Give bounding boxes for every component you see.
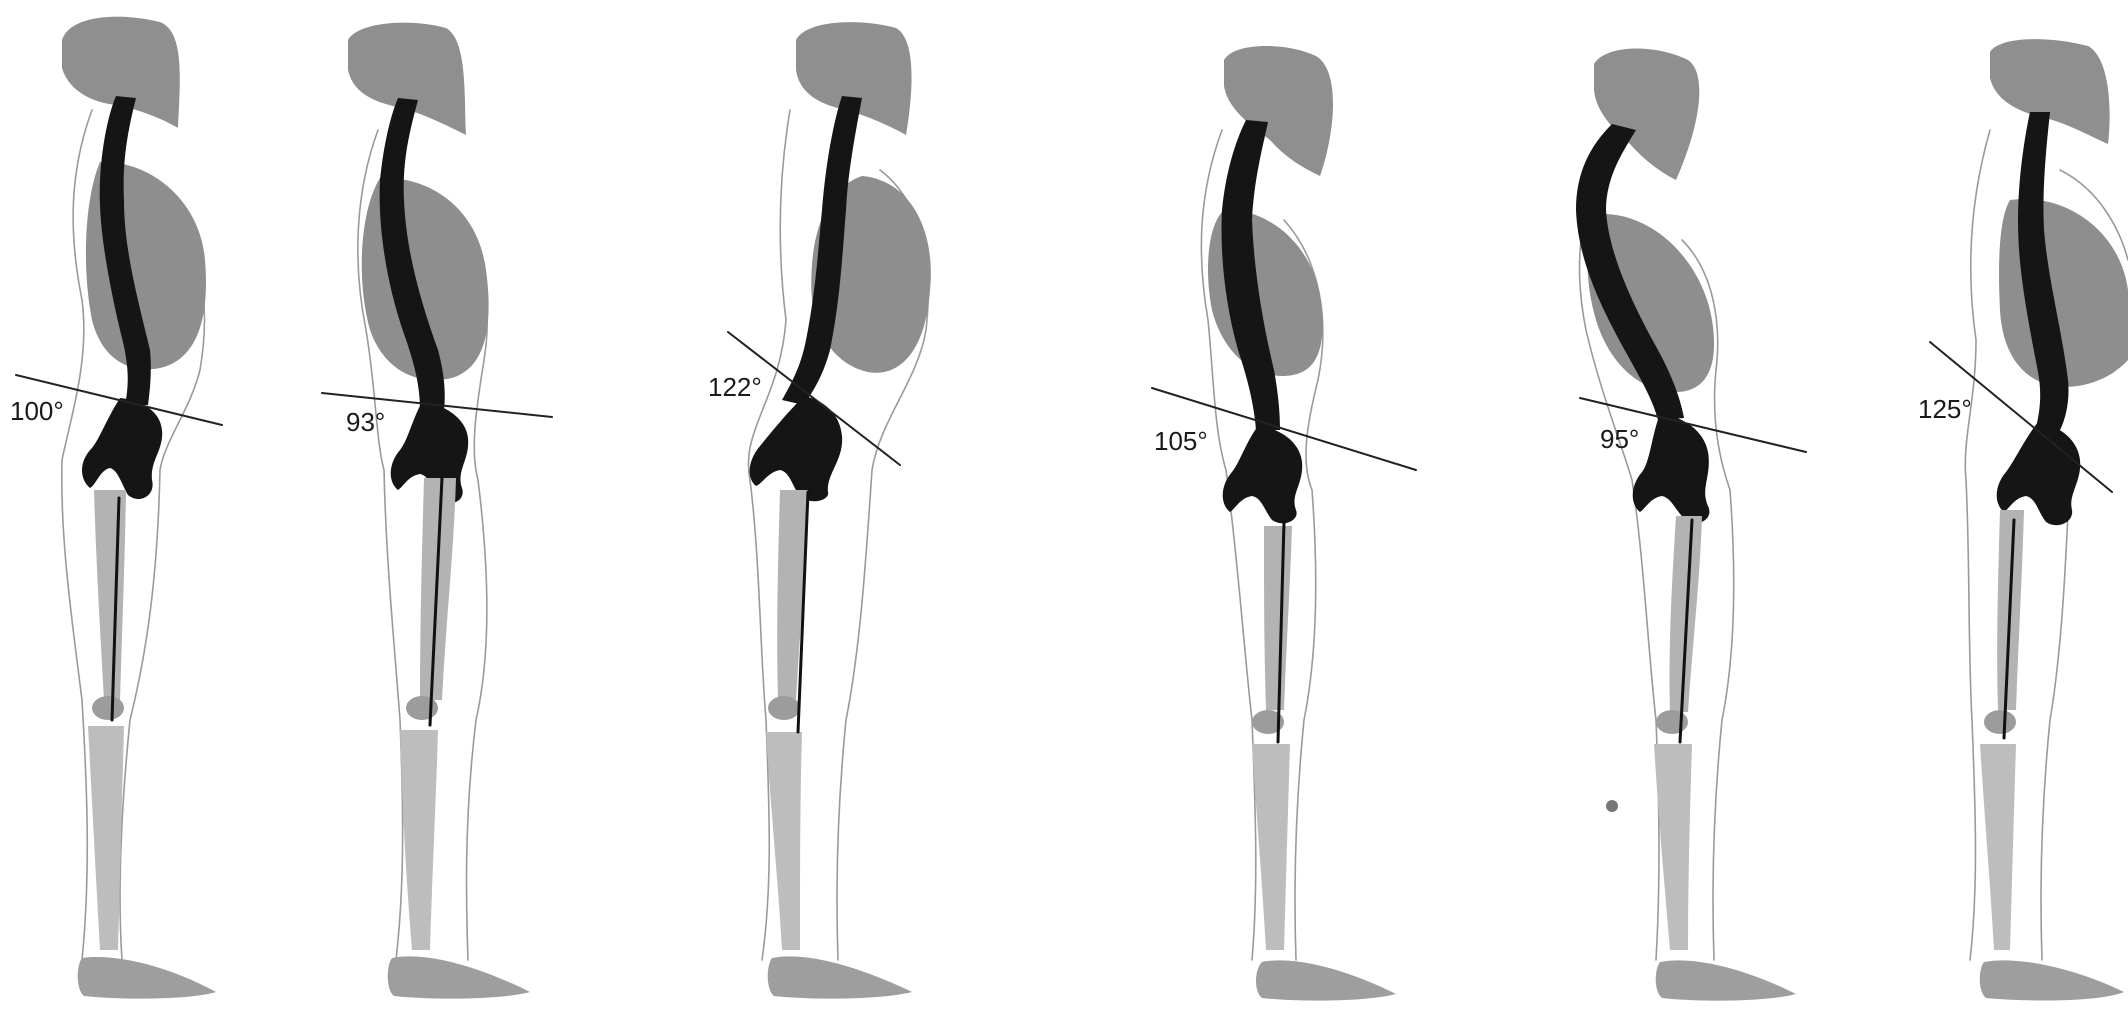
femur <box>94 490 126 700</box>
pelvis <box>1633 414 1710 523</box>
skull <box>1990 39 2110 144</box>
shin <box>400 730 438 950</box>
kneecap <box>92 696 124 720</box>
angle-label: 93° <box>346 407 385 437</box>
shin <box>1252 744 1290 950</box>
foot <box>78 957 216 999</box>
shin <box>88 726 124 950</box>
shin <box>766 732 802 950</box>
foot <box>1656 960 1796 1000</box>
shin <box>1654 744 1692 950</box>
stray-dot <box>1606 800 1618 812</box>
pelvis <box>1997 422 2080 525</box>
angle-label: 100° <box>10 396 64 426</box>
pelvis <box>750 396 843 501</box>
body-outline-front-lower <box>2041 470 2070 960</box>
kneecap <box>1656 710 1688 734</box>
femur <box>1264 526 1292 710</box>
angle-label: 105° <box>1154 426 1208 456</box>
kneecap <box>1984 710 2016 734</box>
angle-label: 125° <box>1918 394 1972 424</box>
posture-figure-2: 93° <box>322 23 552 999</box>
angle-label: 122° <box>708 372 762 402</box>
posture-figure-4: 105° <box>1152 46 1416 1001</box>
posture-figure-3: 122° <box>708 22 931 998</box>
foot <box>768 956 912 998</box>
shin <box>1980 744 2016 950</box>
posture-figure-6: 125° <box>1918 39 2128 1000</box>
kneecap <box>406 696 438 720</box>
kneecap <box>768 696 800 720</box>
pelvis <box>1223 426 1302 523</box>
angle-label: 95° <box>1600 424 1639 454</box>
posture-figure-5: 95° <box>1576 48 1806 1000</box>
foot <box>388 956 530 998</box>
foot <box>1256 960 1396 1000</box>
foot <box>1980 960 2124 1000</box>
pelvis <box>82 398 162 499</box>
posture-figure-1: 100° <box>10 17 222 999</box>
